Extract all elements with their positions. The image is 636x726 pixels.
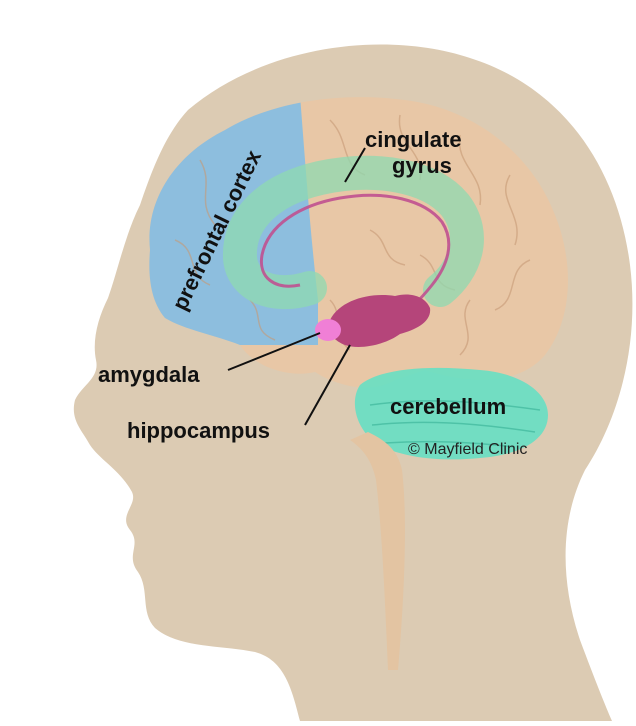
label-hippocampus: hippocampus xyxy=(127,418,270,443)
label-cingulate-line2: gyrus xyxy=(392,153,452,178)
amygdala-region xyxy=(315,319,341,341)
label-amygdala: amygdala xyxy=(98,362,200,387)
copyright-credit: © Mayfield Clinic xyxy=(408,441,527,458)
label-cerebellum: cerebellum xyxy=(390,394,506,419)
label-cingulate-line1: cingulate xyxy=(365,127,462,152)
